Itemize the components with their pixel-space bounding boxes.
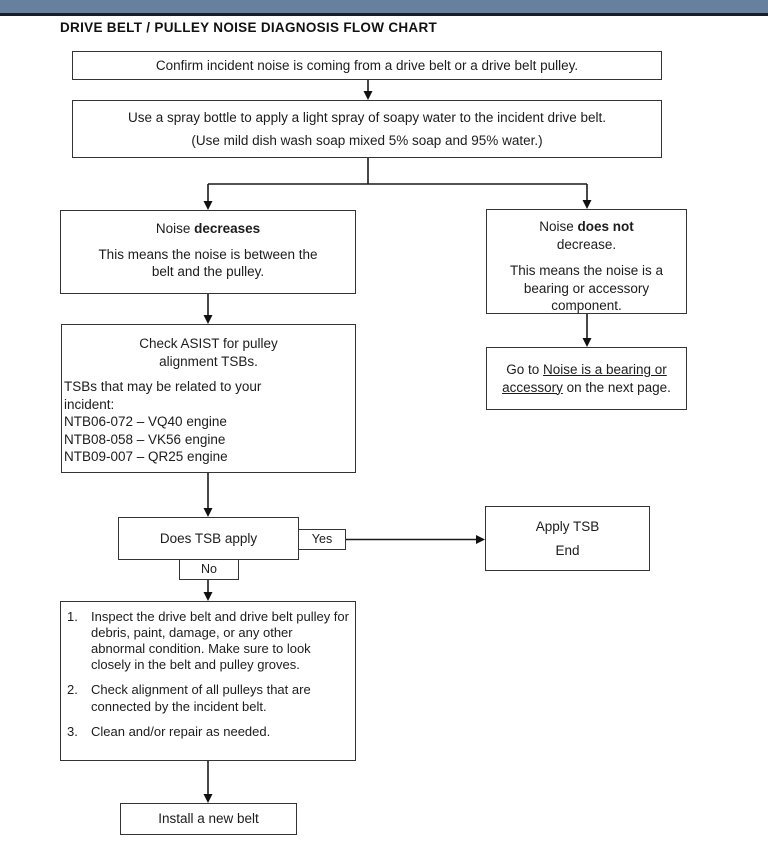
list-item-text: Clean and/or repair as needed. — [91, 723, 271, 739]
spray-line2: (Use mild dish wash soap mixed 5% soap a… — [191, 132, 543, 148]
step-install-new-belt: Install a new belt — [120, 803, 297, 835]
list-item: 1. Inspect the drive belt and drive belt… — [67, 609, 350, 673]
install-text: Install a new belt — [158, 811, 259, 827]
list-item-text: Check alignment of all pulleys that are … — [91, 682, 311, 714]
arrowhead-asist-doestsb — [203, 508, 213, 517]
no-connector-label: No — [179, 559, 239, 580]
tsb-list-intro: TSBs that may be related to your inciden… — [64, 379, 262, 412]
decision-does-tsb-apply: Does TSB apply — [118, 517, 299, 560]
list-item: 2. Check alignment of all pulleys that a… — [67, 682, 350, 714]
noise-not-heading-line2: decrease. — [556, 236, 617, 252]
check-asist-heading-line2: alignment TSBs. — [159, 353, 258, 369]
spray-line1: Use a spray bottle to apply a light spra… — [127, 109, 606, 125]
noise-not-heading-line1: Noise does not — [539, 218, 634, 236]
tsb-item: NTB09-007 – QR25 engine — [64, 449, 228, 465]
list-item-text: Inspect the drive belt and drive belt pu… — [91, 609, 349, 673]
noise-decreases-body: This means the noise is between the belt… — [98, 246, 318, 280]
arrowhead-branch-right — [582, 200, 592, 209]
tsb-item: NTB06-072 – VQ40 engine — [64, 414, 227, 430]
noise-not-body: This means the noise is a bearing or acc… — [509, 263, 664, 314]
arrowhead-no-inspect — [203, 592, 213, 601]
page-title: DRIVE BELT / PULLEY NOISE DIAGNOSIS FLOW… — [60, 20, 438, 35]
goto-reference-link: Noise is a bearing or accessory — [502, 361, 667, 395]
list-item-number: 2. — [67, 682, 78, 698]
check-asist-heading-line1: Check ASIST for pulley — [139, 336, 278, 351]
arrowhead-notdecrease-goto — [582, 338, 592, 347]
confirm-text: Confirm incident noise is coming from a … — [155, 57, 579, 73]
branch-noise-does-not-decrease: Noise does not decrease. This means the … — [486, 209, 687, 314]
tsb-item: NTB08-058 – VK56 engine — [64, 431, 226, 447]
yes-text: Yes — [311, 532, 333, 547]
list-item: 3. Clean and/or repair as needed. — [67, 724, 350, 740]
noise-not-heading-prefix: Noise — [539, 219, 578, 234]
step-spray-soapy-water: Use a spray bottle to apply a light spra… — [72, 100, 662, 158]
goto-text: Go to Noise is a bearing or accessory on… — [493, 361, 680, 396]
step-inspect-clean-repair: 1. Inspect the drive belt and drive belt… — [60, 601, 356, 761]
noise-decreases-heading-bold: decreases — [194, 221, 261, 236]
noise-decreases-heading-prefix: Noise — [155, 221, 195, 236]
arrowhead-confirm-spray — [363, 91, 373, 100]
list-item-number: 1. — [67, 609, 78, 624]
arrowhead-decreases-asist — [203, 315, 213, 324]
noise-not-heading-bold: does not — [577, 219, 634, 234]
top-accent-bar — [0, 0, 768, 13]
top-accent-bar-edge — [0, 13, 768, 16]
noise-decreases-heading: Noise decreases — [156, 220, 260, 238]
step-confirm-noise-source: Confirm incident noise is coming from a … — [72, 51, 662, 80]
branch-noise-decreases: Noise decreases This means the noise is … — [60, 210, 356, 294]
check-asist-body: TSBs that may be related to your inciden… — [62, 378, 355, 466]
step-goto-bearing-section: Go to Noise is a bearing or accessory on… — [486, 347, 687, 410]
goto-prefix: Go to — [506, 361, 543, 377]
step-apply-tsb-end: Apply TSB End — [485, 506, 650, 571]
apply-tsb-line1: Apply TSB — [535, 518, 600, 534]
arrowhead-yes-applytsb — [476, 535, 485, 544]
yes-connector-label: Yes — [298, 529, 346, 550]
apply-tsb-line2: End — [555, 542, 580, 558]
list-item-number: 3. — [67, 723, 78, 739]
goto-suffix: on the next page. — [562, 379, 671, 395]
step-check-asist-tsbs: Check ASIST for pulley alignment TSBs. T… — [61, 324, 356, 473]
does-tsb-text: Does TSB apply — [159, 530, 258, 546]
no-text: No — [201, 562, 217, 577]
arrowhead-inspect-install — [203, 794, 213, 803]
arrowhead-branch-left — [203, 201, 213, 210]
